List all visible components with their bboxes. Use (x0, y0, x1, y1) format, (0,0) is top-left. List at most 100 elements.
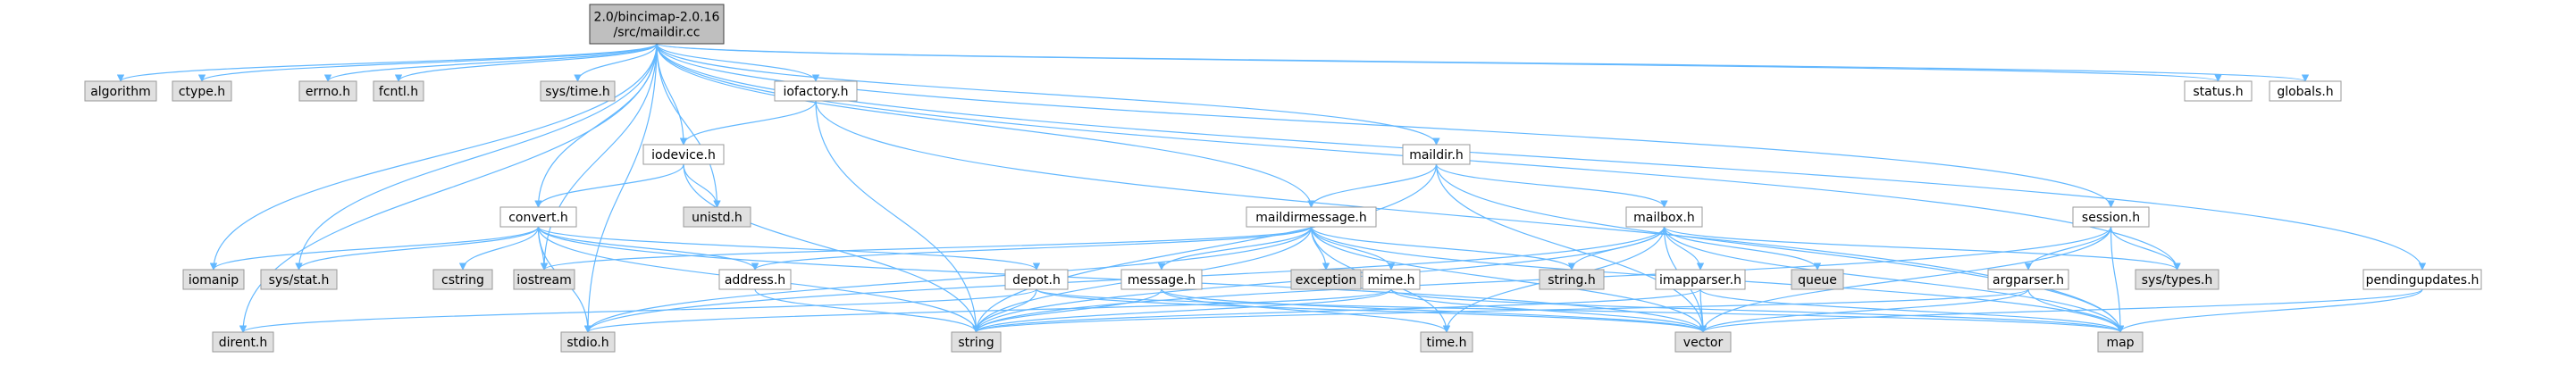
node-globals[interactable]: globals.h (2269, 80, 2342, 102)
node-maildirmessage-box (1246, 206, 1377, 228)
node-convert-label: convert.h (508, 211, 568, 225)
node-maildir[interactable]: maildir.h (1402, 144, 1471, 165)
node-pendingupdates-label: pendingupdates.h (2366, 273, 2480, 288)
node-imapparser[interactable]: imapparser.h (1655, 269, 1746, 290)
node-depot[interactable]: depot.h (1004, 269, 1069, 290)
node-root[interactable]: 2.0/bincimap-2.0.16/src/maildir.cc (589, 4, 725, 45)
node-fcntl[interactable]: fcntl.h (373, 80, 424, 102)
edge-mime-to-vector (1390, 288, 1708, 333)
node-iomanip[interactable]: iomanip (182, 269, 245, 290)
node-iomanip-label: iomanip (189, 273, 239, 288)
node-systypes-box (2135, 269, 2219, 290)
node-systypes[interactable]: sys/types.h (2135, 269, 2219, 290)
edge-maildir-to-maildirmessage (1307, 163, 1438, 208)
node-exception[interactable]: exception (1290, 269, 1362, 290)
node-session-box (2072, 206, 2150, 228)
node-stdio-label: stdio.h (566, 336, 608, 350)
edge-imapparser-to-string (972, 288, 1701, 333)
node-sysstat[interactable]: sys/stat.h (260, 269, 338, 290)
node-message[interactable]: message.h (1120, 269, 1203, 290)
edge-depot-to-vector (1036, 288, 1707, 333)
edge-root-to-unistd (656, 43, 721, 208)
node-map[interactable]: map (2097, 331, 2144, 353)
node-iofactory-box (774, 80, 858, 102)
node-depot-box (1004, 269, 1069, 290)
node-maildirmessage-label: maildirmessage.h (1255, 211, 1367, 225)
node-mailbox[interactable]: mailbox.h (1625, 206, 1703, 228)
edge-maildirmessage-to-address (751, 226, 1313, 271)
node-pendingupdates[interactable]: pendingupdates.h (2362, 269, 2482, 290)
edge-maildirmessage-to-mime (1310, 226, 1396, 271)
edge-depot-to-dirent (239, 288, 1037, 333)
node-mailbox-label: mailbox.h (1633, 211, 1695, 225)
node-argparser-label: argparser.h (1993, 273, 2064, 288)
edge-root-to-ctype (197, 43, 658, 82)
node-status[interactable]: status.h (2184, 80, 2253, 102)
node-imapparser-label: imapparser.h (1659, 273, 1741, 288)
node-mime-box (1362, 269, 1421, 290)
edge-maildir-to-mailbox (1435, 163, 1668, 208)
edge-message-to-string (972, 288, 1162, 333)
edge-pendingupdates-to-map (2116, 288, 2423, 333)
edge-maildirmessage-to-iostream (541, 226, 1313, 271)
edge-iodevice-to-convert (534, 163, 684, 208)
node-stdio[interactable]: stdio.h (560, 331, 616, 353)
node-timeh[interactable]: time.h (1420, 331, 1473, 353)
node-argparser[interactable]: argparser.h (1987, 269, 2069, 290)
node-mime-label: mime.h (1367, 273, 1414, 288)
node-sysstat-box (260, 269, 338, 290)
edge-root-to-iomanip (209, 43, 658, 271)
node-dirent-box (212, 331, 274, 353)
node-convert[interactable]: convert.h (499, 206, 577, 228)
node-algorithm[interactable]: algorithm (84, 80, 157, 102)
node-errno-label: errno.h (306, 85, 350, 99)
node-address[interactable]: address.h (718, 269, 792, 290)
node-address-label: address.h (725, 273, 785, 288)
node-queue[interactable]: queue (1791, 269, 1844, 290)
node-unistd-label: unistd.h (692, 211, 743, 225)
node-stringh[interactable]: string.h (1539, 269, 1605, 290)
node-errno-box (298, 80, 357, 102)
node-iofactory[interactable]: iofactory.h (774, 80, 858, 102)
node-map-box (2097, 331, 2144, 353)
node-exception-box (1290, 269, 1362, 290)
node-mime[interactable]: mime.h (1362, 269, 1421, 290)
edge-convert-to-depot (537, 226, 1041, 271)
node-status-label: status.h (2193, 85, 2243, 99)
node-dirent[interactable]: dirent.h (212, 331, 274, 353)
node-sysstat-label: sys/stat.h (269, 273, 330, 288)
node-vector[interactable]: vector (1674, 331, 1732, 353)
node-systime[interactable]: sys/time.h (540, 80, 616, 102)
node-ctype[interactable]: ctype.h (172, 80, 232, 102)
node-errno[interactable]: errno.h (298, 80, 357, 102)
edge-argparser-to-vector (1699, 288, 2029, 333)
node-pendingupdates-box (2362, 269, 2482, 290)
node-cstring-label: cstring (441, 273, 484, 288)
node-iodevice[interactable]: iodevice.h (642, 144, 725, 165)
node-systime-label: sys/time.h (545, 85, 610, 99)
edge-mime-to-map (1390, 288, 2124, 333)
edge-maildir-to-string (972, 163, 1438, 333)
edge-maildirmessage-to-stdio (583, 226, 1313, 333)
edge-convert-to-iomanip (209, 226, 540, 271)
node-iodevice-box (642, 144, 725, 165)
node-maildir-box (1402, 144, 1471, 165)
node-string-label: string (958, 336, 994, 350)
node-dirent-label: dirent.h (219, 336, 268, 350)
node-string[interactable]: string (951, 331, 1002, 353)
node-cstring[interactable]: cstring (432, 269, 493, 290)
edge-mailbox-to-map (1663, 226, 2125, 333)
edge-maildir-to-vector (1435, 163, 1708, 333)
edge-root-to-stdio (583, 43, 658, 333)
node-unistd[interactable]: unistd.h (683, 206, 751, 228)
edge-root-to-iodevice (656, 43, 688, 146)
node-stdio-box (560, 331, 616, 353)
node-message-label: message.h (1128, 273, 1196, 288)
node-maildirmessage[interactable]: maildirmessage.h (1246, 206, 1377, 228)
edge-root-to-pendingupdates (656, 43, 2427, 271)
edge-message-to-timeh (1161, 288, 1451, 333)
node-session[interactable]: session.h (2072, 206, 2150, 228)
edge-pendingupdates-to-vector (1699, 288, 2423, 333)
node-iostream[interactable]: iostream (513, 269, 575, 290)
node-fcntl-box (373, 80, 424, 102)
